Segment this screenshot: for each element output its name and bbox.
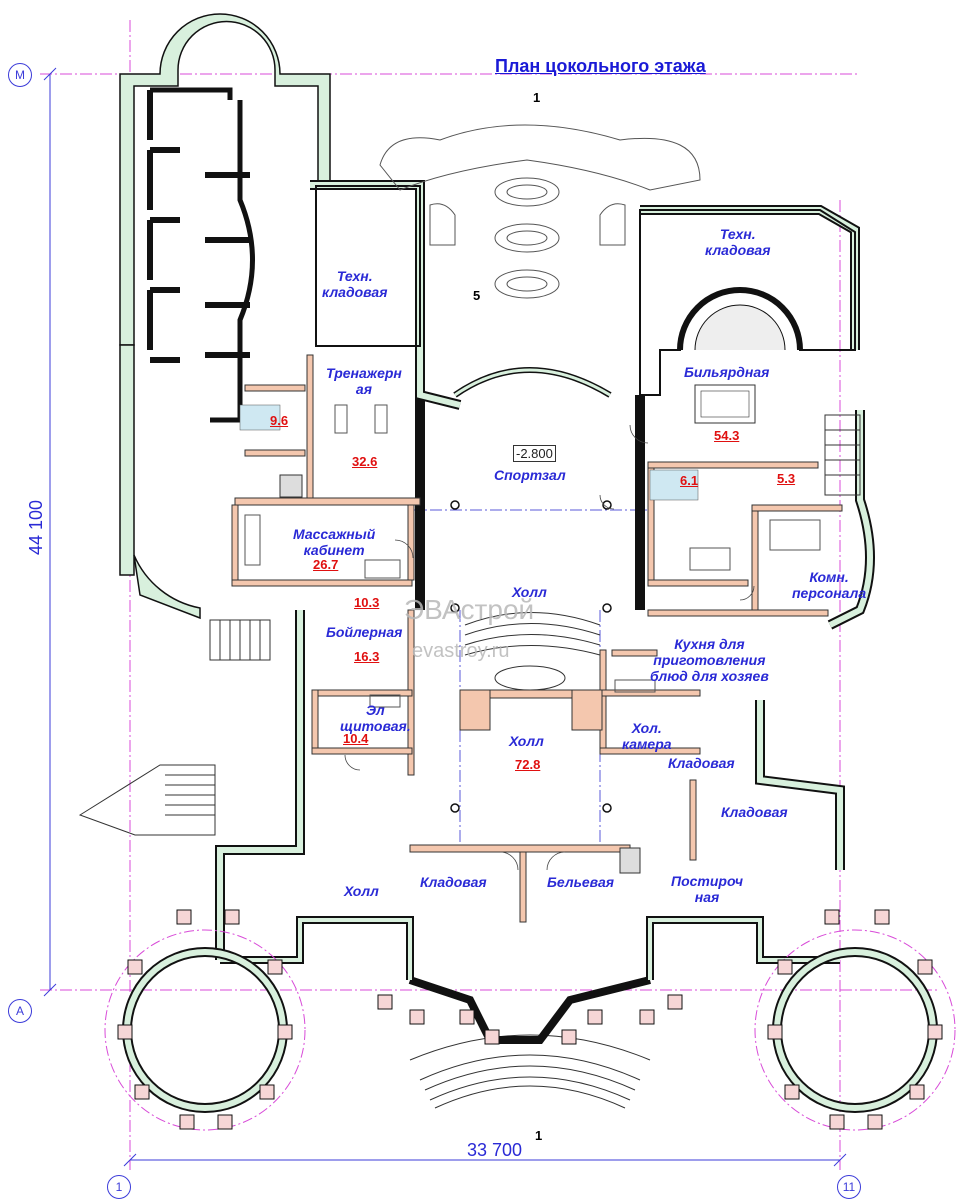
area-massage: 26.7 xyxy=(313,557,339,572)
dimension-horizontal: 33 700 xyxy=(467,1140,523,1160)
room-label-pantry-1: Кладовая xyxy=(668,755,735,771)
billiard-table xyxy=(694,384,756,424)
area-gym-room: 32.6 xyxy=(352,454,378,469)
room-label-sport-hall: Спортзал xyxy=(494,467,566,483)
side-stairs xyxy=(78,414,861,836)
room-label-tech-storage-right: Техн. кладовая xyxy=(705,226,771,258)
plan-title: План цокольного этажа xyxy=(495,56,706,76)
axis-bubble-bottom: А xyxy=(8,999,32,1023)
room-label-cold-room: Хол. камера xyxy=(622,720,672,752)
room-label-linen: Бельевая xyxy=(547,874,614,890)
room-label-boiler: Бойлерная xyxy=(326,624,403,640)
level-mark: -2.800 xyxy=(513,445,556,462)
dimension-vertical: 44 100 xyxy=(26,499,46,555)
tower-right xyxy=(754,909,956,1131)
lower-walls xyxy=(220,916,840,1044)
bath-tiles xyxy=(239,404,699,874)
tech-storage-outlines xyxy=(315,185,856,396)
billiard-bay-arc xyxy=(677,287,803,351)
front-pillars xyxy=(377,994,683,1045)
furniture xyxy=(244,404,821,708)
room-label-billiard: Бильярдная xyxy=(684,364,770,380)
room-label-kitchen: Кухня для приготовления блюд для хозяев xyxy=(650,636,769,684)
area-bath-right-b: 5.3 xyxy=(777,471,796,486)
area-hall-small: 10.3 xyxy=(354,595,380,610)
columns xyxy=(450,500,612,813)
axis-bubble-right: 11 xyxy=(837,1175,861,1199)
room-label-laundry: Постироч ная xyxy=(671,873,743,905)
left-wing-walls xyxy=(119,13,331,620)
watermark-brand: ЭВАстрой xyxy=(404,594,535,625)
area-electrical: 10.4 xyxy=(343,731,369,746)
room-label-tech-storage-left: Техн. кладовая xyxy=(322,268,388,300)
section-mark-top: 1 xyxy=(533,90,541,105)
axis-bubble-left: 1 xyxy=(107,1175,131,1199)
room-label-pantry-2: Кладовая xyxy=(721,804,788,820)
door-swings xyxy=(344,424,755,871)
terrace-ellipses xyxy=(379,124,701,299)
section-mark-bottom: 1 xyxy=(535,1128,543,1143)
room-label-hall-center: Холл xyxy=(509,733,544,749)
room-label-hall-left: Холл xyxy=(344,883,379,899)
room-label-electrical: Эл щитовая. xyxy=(340,702,411,734)
room-label-massage: Массажный кабинет xyxy=(293,526,376,558)
area-billiard: 54.3 xyxy=(714,428,740,443)
lower-walls-fill xyxy=(220,918,840,980)
billiard-bay-stair xyxy=(694,304,786,351)
watermark-url: evastroy.ru xyxy=(412,640,510,662)
area-hall-center: 72.8 xyxy=(515,757,541,772)
room-label-pantry-3: Кладовая xyxy=(420,874,487,890)
interior-partitions xyxy=(231,354,843,923)
tower-left xyxy=(104,909,306,1131)
dimension-lines xyxy=(43,67,847,1167)
section-mark-middle: 5 xyxy=(473,288,481,303)
axis-bubble-top: М xyxy=(8,63,32,87)
area-bath-right-a: 6.1 xyxy=(680,473,699,488)
area-bath-left: 9.6 xyxy=(270,413,289,428)
entry-stairs xyxy=(409,1034,651,1109)
room-label-hall-small: Холл xyxy=(512,584,547,600)
garage-partitions xyxy=(147,87,255,423)
room-label-staff-room: Комн. персонала xyxy=(792,569,867,601)
room-label-gym-room: Тренажерн ая xyxy=(326,365,402,397)
gym-curved-wall-fill xyxy=(454,368,611,397)
central-staircase xyxy=(464,612,601,691)
area-boiler: 16.3 xyxy=(354,649,380,664)
